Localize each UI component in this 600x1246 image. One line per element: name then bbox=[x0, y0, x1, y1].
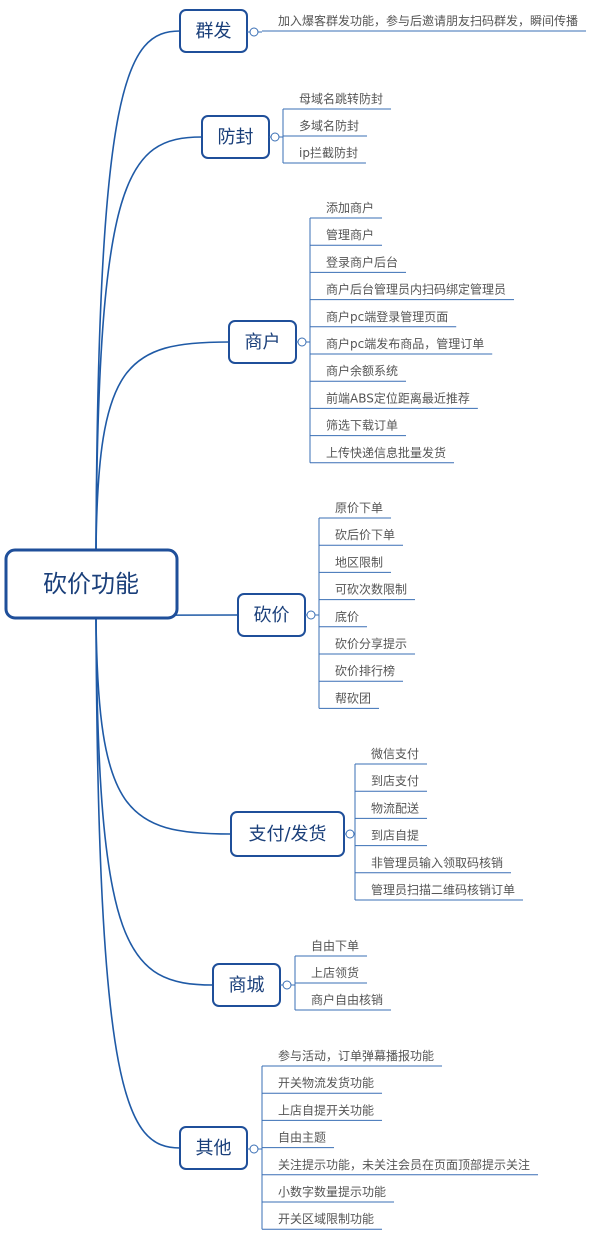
leaf-group-qita: 参与活动，订单弹幕播报功能开关物流发货功能上店自提开关功能自由主题关注提示功能，… bbox=[258, 1048, 539, 1230]
root-label: 砍价功能 bbox=[43, 570, 139, 598]
leaf-item: 加入爆客群发功能，参与后邀请朋友扫码群发，瞬间传播 bbox=[278, 13, 578, 28]
root-box bbox=[4, 548, 179, 620]
branch-label: 砍价 bbox=[254, 605, 290, 626]
leaf-item: 小数字数量提示功能 bbox=[278, 1184, 386, 1199]
leaf-item: 商户pc端发布商品，管理订单 bbox=[326, 336, 484, 351]
branch-connectors bbox=[95, 30, 239, 1149]
leaf-item: 砍后价下单 bbox=[335, 527, 395, 542]
leaf-item: 微信支付 bbox=[371, 747, 419, 761]
branch-connector-zhifu bbox=[95, 617, 232, 835]
leaf-item: 帮砍团 bbox=[335, 690, 371, 705]
leaf-item: 多域名防封 bbox=[299, 118, 359, 133]
leaf-item: 母域名跳转防封 bbox=[299, 91, 383, 106]
branch-label: 其他 bbox=[196, 1138, 232, 1159]
leaf-item: 管理商户 bbox=[326, 227, 374, 242]
leaf-item: 开关物流发货功能 bbox=[278, 1075, 374, 1090]
leaf-item: 到店自提 bbox=[371, 828, 419, 843]
leaf-group-qunfa: 加入爆客群发功能，参与后邀请朋友扫码群发，瞬间传播 bbox=[258, 13, 587, 33]
branch-node-shangcheng[interactable]: 商城 bbox=[212, 963, 292, 1007]
leaf-item: 地区限制 bbox=[335, 555, 383, 569]
leaf-item: 可砍次数限制 bbox=[335, 582, 407, 597]
leaf-item: 到店支付 bbox=[371, 774, 419, 788]
leaf-item: 自由主题 bbox=[278, 1131, 326, 1145]
branch-connector-shangcheng bbox=[95, 617, 214, 986]
branch-node-qunfa[interactable]: 群发 bbox=[179, 9, 259, 53]
branch-node-shanghu[interactable]: 商户 bbox=[228, 320, 307, 364]
branch-box bbox=[179, 1126, 248, 1170]
branch-label: 商城 bbox=[229, 975, 265, 996]
collapse-toggle-icon[interactable] bbox=[306, 610, 316, 620]
branch-node-kanjia[interactable]: 砍价 bbox=[237, 593, 316, 637]
leaf-item: 关注提示功能，未关注会员在页面顶部提示关注 bbox=[278, 1157, 530, 1172]
leaf-item: 物流配送 bbox=[371, 800, 419, 815]
leaf-item: 上店领货 bbox=[311, 965, 359, 980]
leaf-item: 商户后台管理员内扫码绑定管理员 bbox=[326, 282, 506, 297]
branch-node-fangfeng[interactable]: 防封 bbox=[201, 115, 280, 159]
leaf-item: 上店自提开关功能 bbox=[278, 1102, 374, 1117]
leaf-item: 上传快递信息批量发货 bbox=[326, 445, 446, 460]
leaf-item: 砍价分享提示 bbox=[335, 636, 407, 651]
leaf-item: 商户余额系统 bbox=[326, 363, 398, 378]
collapse-toggle-icon[interactable] bbox=[345, 829, 355, 839]
leaf-item: 自由下单 bbox=[311, 939, 359, 953]
branch-connector-shanghu bbox=[95, 341, 230, 551]
branch-label: 商户 bbox=[245, 332, 281, 353]
branch-node-zhifu[interactable]: 支付/发货 bbox=[230, 811, 355, 857]
leaf-item: ip拦截防封 bbox=[299, 145, 358, 160]
collapse-toggle-icon[interactable] bbox=[249, 1144, 259, 1154]
leaf-item: 非管理员输入领取码核销 bbox=[371, 855, 503, 870]
collapse-toggle-icon[interactable] bbox=[270, 132, 280, 142]
leaf-item: 添加商户 bbox=[326, 200, 374, 215]
leaf-item: 商户pc端登录管理页面 bbox=[326, 309, 448, 324]
branch-connector-qunfa bbox=[95, 30, 181, 551]
leaf-item: 管理员扫描二维码核销订单 bbox=[371, 882, 515, 897]
leaf-item: 登录商户后台 bbox=[326, 254, 398, 269]
branch-connector-fangfeng bbox=[95, 136, 203, 551]
leaf-item: 参与活动，订单弹幕播报功能 bbox=[278, 1048, 434, 1063]
branch-label: 群发 bbox=[196, 21, 232, 42]
collapse-toggle-icon[interactable] bbox=[297, 337, 307, 347]
root-node[interactable]: 砍价功能 bbox=[4, 548, 179, 620]
leaf-item: 原价下单 bbox=[335, 501, 383, 515]
branch-connector-qita bbox=[95, 617, 181, 1149]
branch-node-qita[interactable]: 其他 bbox=[179, 1126, 259, 1170]
leaf-item: 砍价排行榜 bbox=[335, 663, 395, 678]
leaf-item: 开关区域限制功能 bbox=[278, 1212, 374, 1226]
collapse-toggle-icon[interactable] bbox=[282, 980, 292, 990]
leaf-item: 前端ABS定位距离最近推荐 bbox=[326, 390, 470, 405]
leaf-item: 商户自由核销 bbox=[311, 992, 383, 1007]
leaf-group-shanghu: 添加商户管理商户登录商户后台商户后台管理员内扫码绑定管理员商户pc端登录管理页面… bbox=[306, 200, 515, 464]
branch-label: 防封 bbox=[218, 127, 254, 148]
leaf-item: 底价 bbox=[335, 609, 359, 624]
branch-label: 支付/发货 bbox=[248, 824, 326, 845]
leaf-item: 筛选下载订单 bbox=[326, 418, 398, 433]
branch-box bbox=[179, 9, 248, 53]
collapse-toggle-icon[interactable] bbox=[249, 27, 259, 37]
